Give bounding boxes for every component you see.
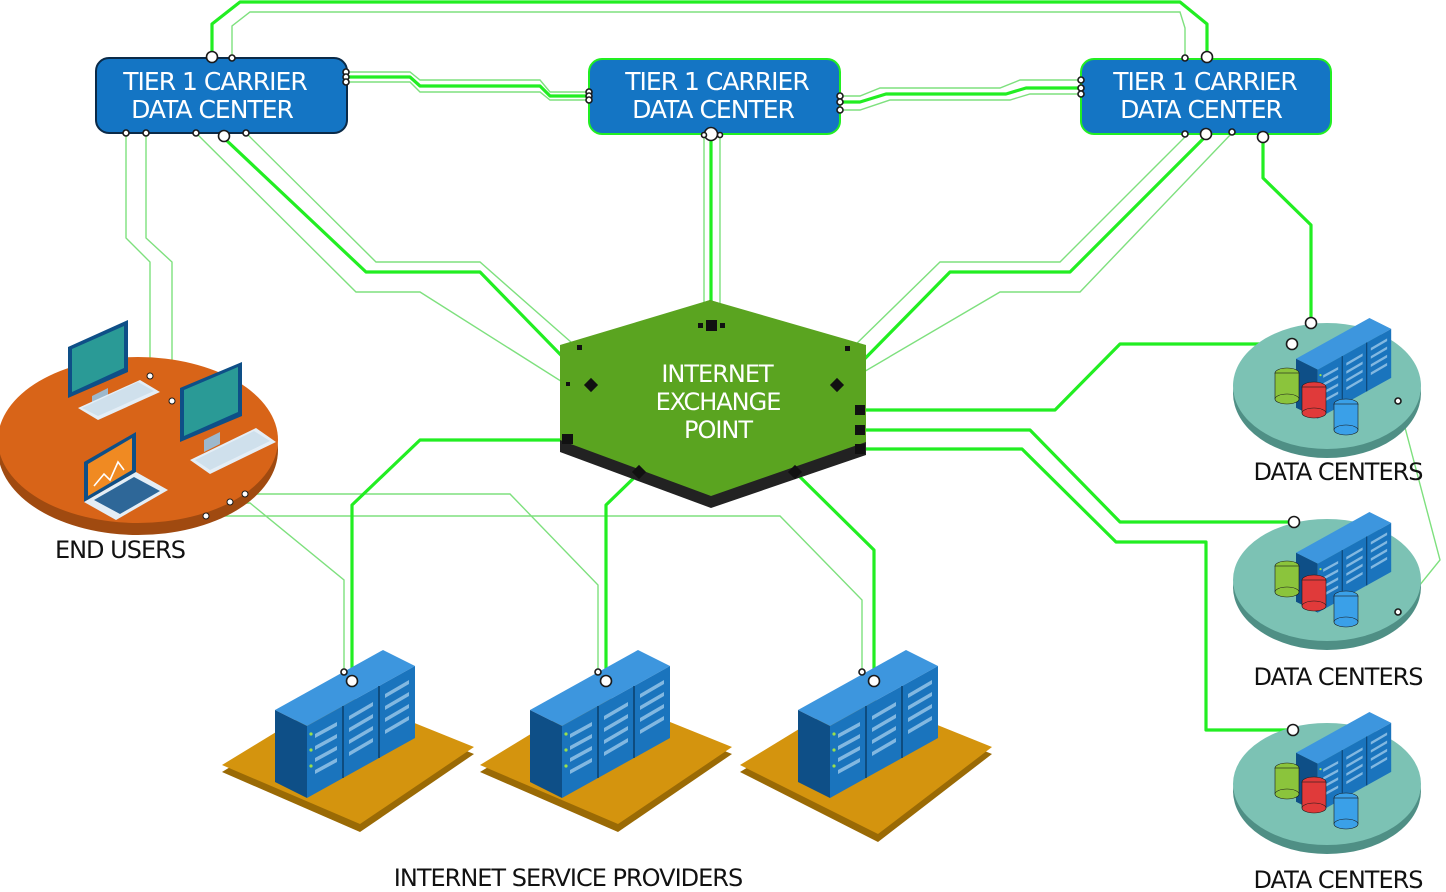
laptop-icon xyxy=(84,432,168,520)
carrier-data-center-2: TIER 1 CARRIER DATA CENTER xyxy=(588,58,841,135)
end-users-group: END USERS xyxy=(0,320,278,564)
data-center-1-label: DATA CENTERS xyxy=(1253,458,1422,486)
ixp-line1: INTERNET xyxy=(661,360,774,388)
carrier-3-line1: TIER 1 CARRIER xyxy=(1112,67,1297,96)
data-center-3-label: DATA CENTERS xyxy=(1253,866,1422,892)
isp-server-1 xyxy=(222,649,474,832)
data-center-3: DATA CENTERS xyxy=(1233,711,1424,892)
internet-exchange-point: INTERNET EXCHANGE POINT xyxy=(560,300,866,508)
desktop-computer-icon xyxy=(180,362,276,474)
desktop-computer-icon xyxy=(68,320,160,420)
thick-links xyxy=(210,0,1313,732)
carrier-2-line2: DATA CENTER xyxy=(632,95,794,124)
data-center-2: DATA CENTERS xyxy=(1233,511,1424,691)
ixp-ports xyxy=(562,320,865,480)
carrier-data-center-3: TIER 1 CARRIER DATA CENTER xyxy=(1080,58,1332,135)
isp-server-2 xyxy=(480,649,732,832)
data-center-1: DATA CENTERS xyxy=(1233,317,1424,486)
isp-server-3 xyxy=(740,649,992,842)
data-center-2-label: DATA CENTERS xyxy=(1253,663,1422,691)
ixp-line2: EXCHANGE xyxy=(656,388,781,416)
carrier-data-center-1: TIER 1 CARRIER DATA CENTER xyxy=(95,57,348,134)
carrier-2-line1: TIER 1 CARRIER xyxy=(624,67,809,96)
link-nodes xyxy=(122,50,1402,737)
end-users-label: END USERS xyxy=(55,536,185,564)
carrier-1-line1: TIER 1 CARRIER xyxy=(122,67,307,96)
thin-links xyxy=(125,11,1441,672)
ixp-line3: POINT xyxy=(684,416,753,444)
isp-label: INTERNET SERVICE PROVIDERS xyxy=(394,864,742,892)
carrier-1-line2: DATA CENTER xyxy=(131,95,293,124)
carrier-3-line2: DATA CENTER xyxy=(1120,95,1282,124)
